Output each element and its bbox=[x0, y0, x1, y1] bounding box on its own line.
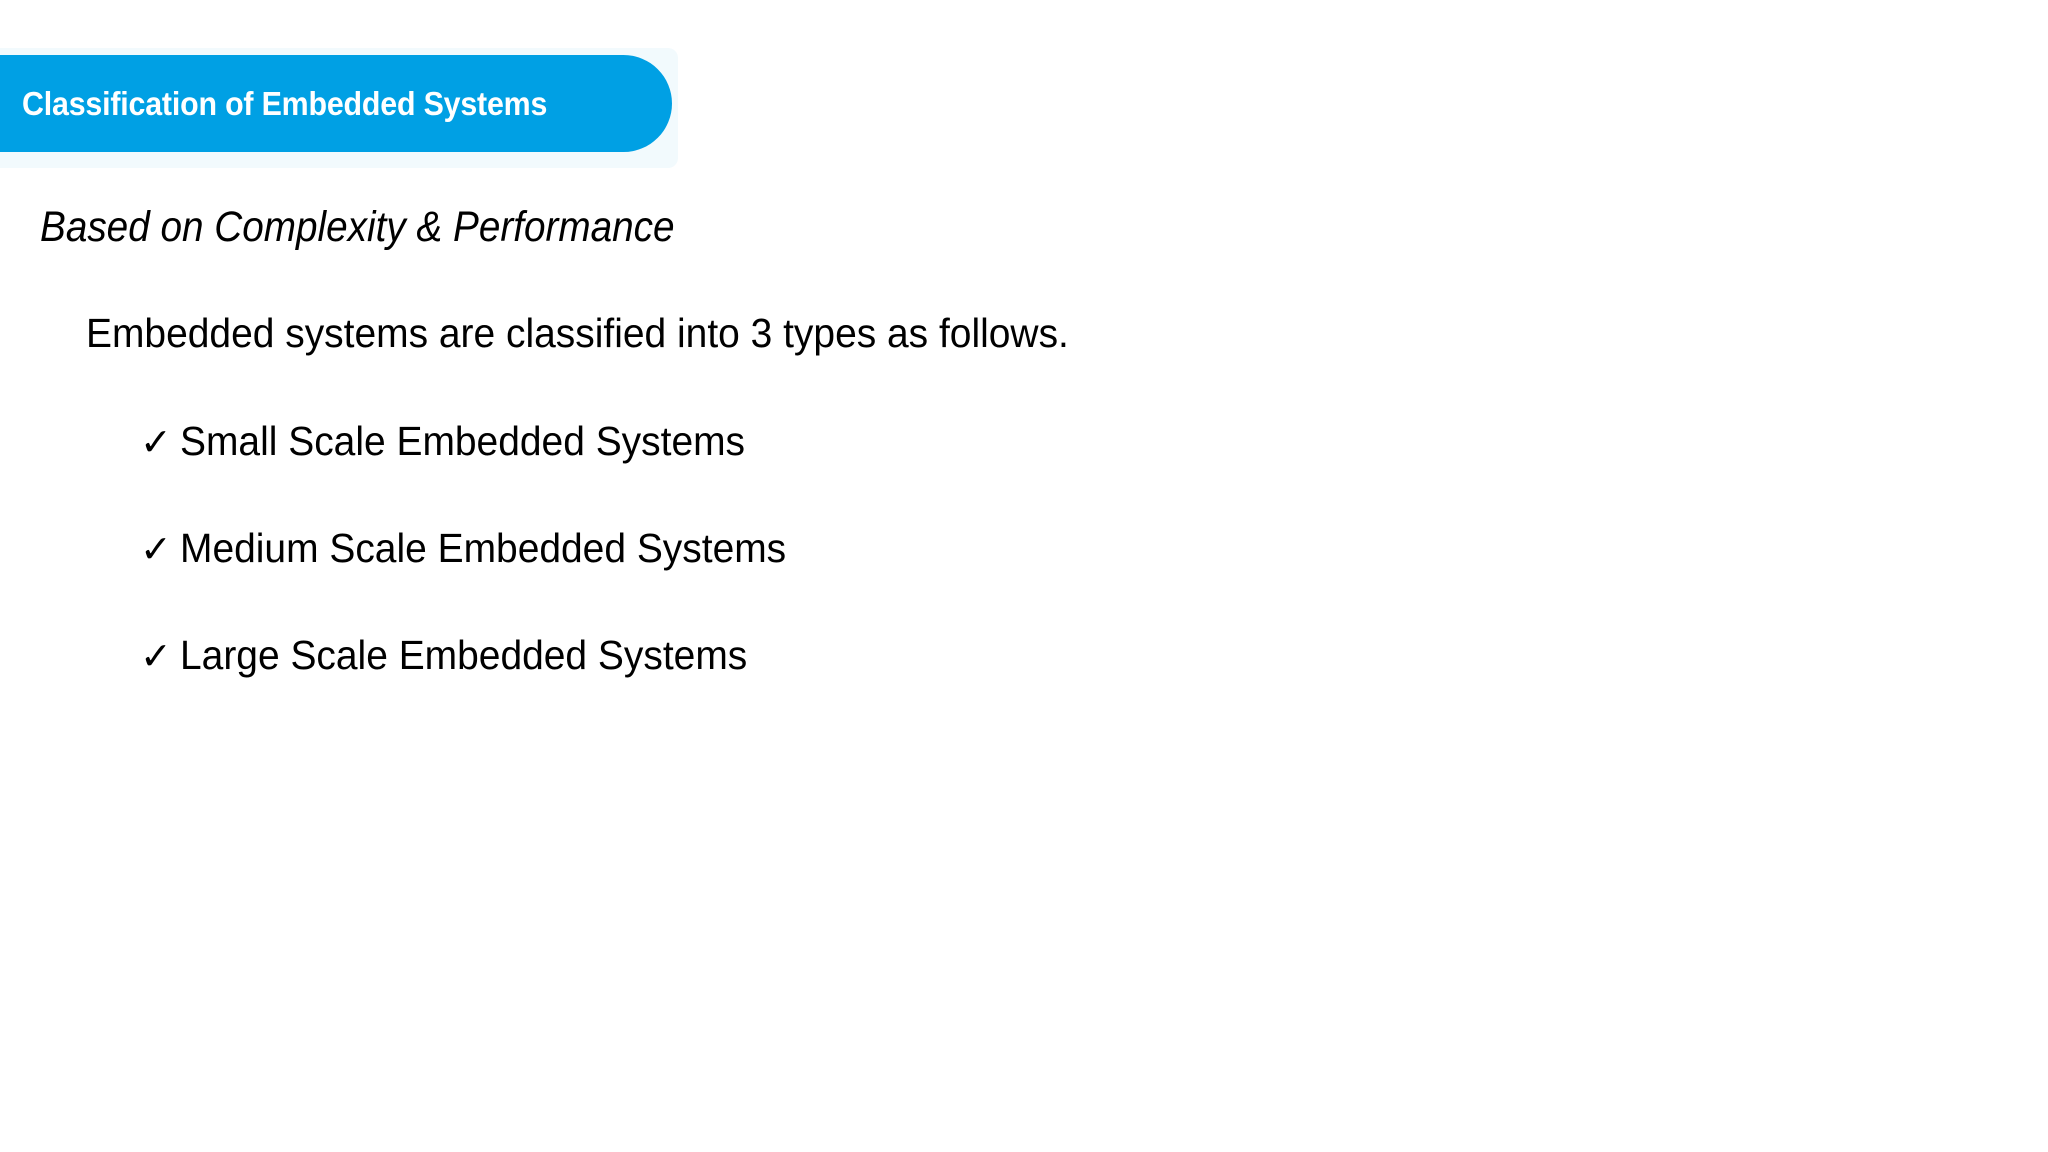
list-item: ✓ Small Scale Embedded Systems bbox=[140, 418, 818, 525]
check-mark-icon: ✓ bbox=[140, 529, 172, 571]
check-mark-icon: ✓ bbox=[140, 636, 172, 678]
section-subtitle: Based on Complexity & Performance bbox=[40, 203, 675, 251]
list-item-label: Medium Scale Embedded Systems bbox=[180, 525, 787, 571]
page-title: Classification of Embedded Systems bbox=[22, 84, 548, 122]
list-item: ✓ Medium Scale Embedded Systems bbox=[140, 525, 818, 632]
intro-paragraph: Embedded systems are classified into 3 t… bbox=[86, 310, 1069, 356]
title-banner: Classification of Embedded Systems bbox=[0, 55, 672, 152]
list-item-label: Small Scale Embedded Systems bbox=[180, 418, 746, 464]
bullet-list: ✓ Small Scale Embedded Systems ✓ Medium … bbox=[140, 418, 818, 739]
list-item: ✓ Large Scale Embedded Systems bbox=[140, 632, 818, 739]
list-item-label: Large Scale Embedded Systems bbox=[180, 632, 748, 678]
check-mark-icon: ✓ bbox=[140, 422, 172, 464]
